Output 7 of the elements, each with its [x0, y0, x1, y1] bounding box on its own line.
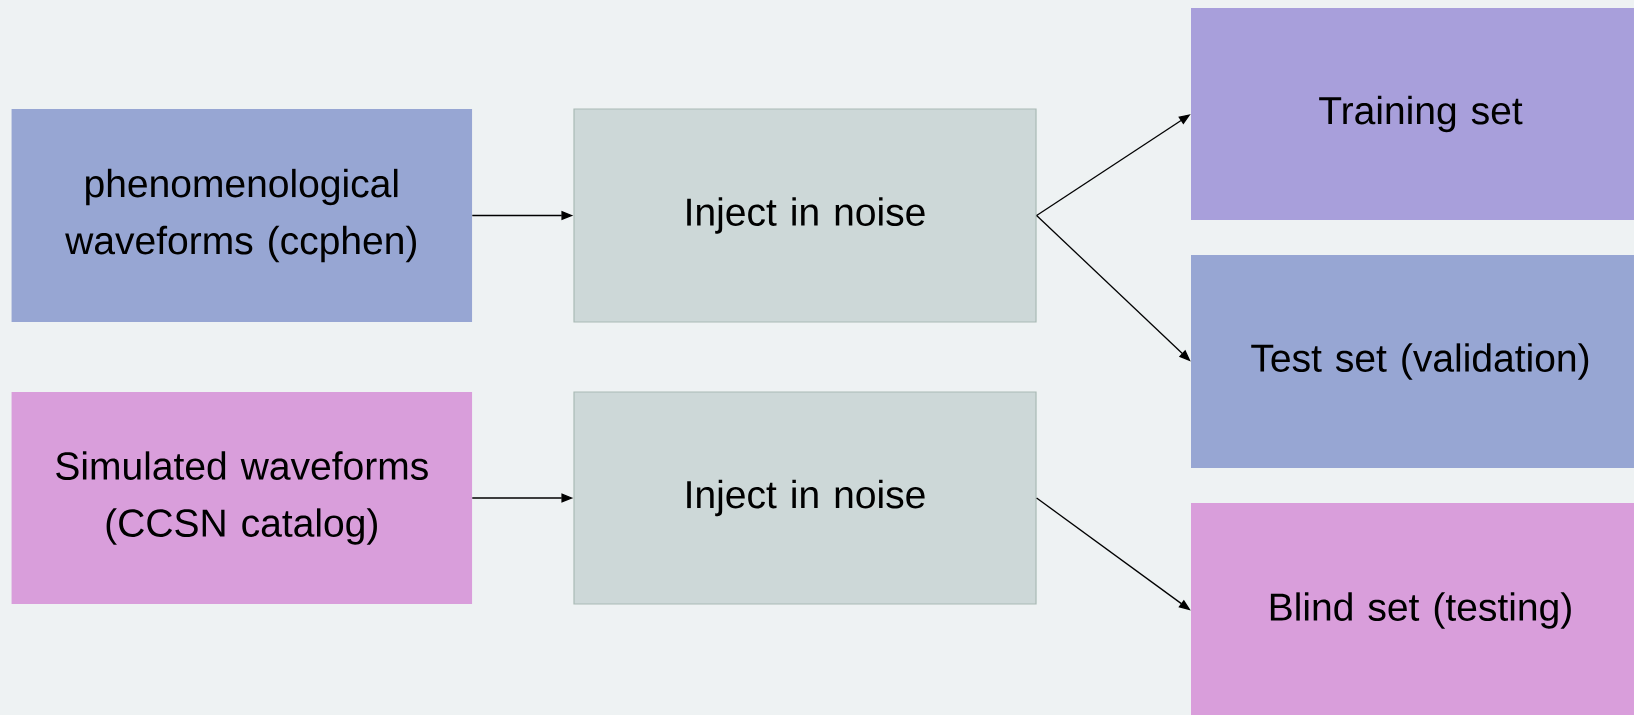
process-box: Inject in noise — [573, 391, 1037, 605]
output-box: Test set (validation) — [1191, 255, 1634, 468]
output-box: Training set — [1191, 8, 1634, 220]
output-box: Blind set (testing) — [1191, 503, 1634, 715]
source-box: Simulated waveforms (CCSN catalog) — [11, 392, 473, 604]
source-box: phenomenological waveforms (ccphen) — [11, 109, 473, 322]
process-box: Inject in noise — [573, 108, 1037, 323]
